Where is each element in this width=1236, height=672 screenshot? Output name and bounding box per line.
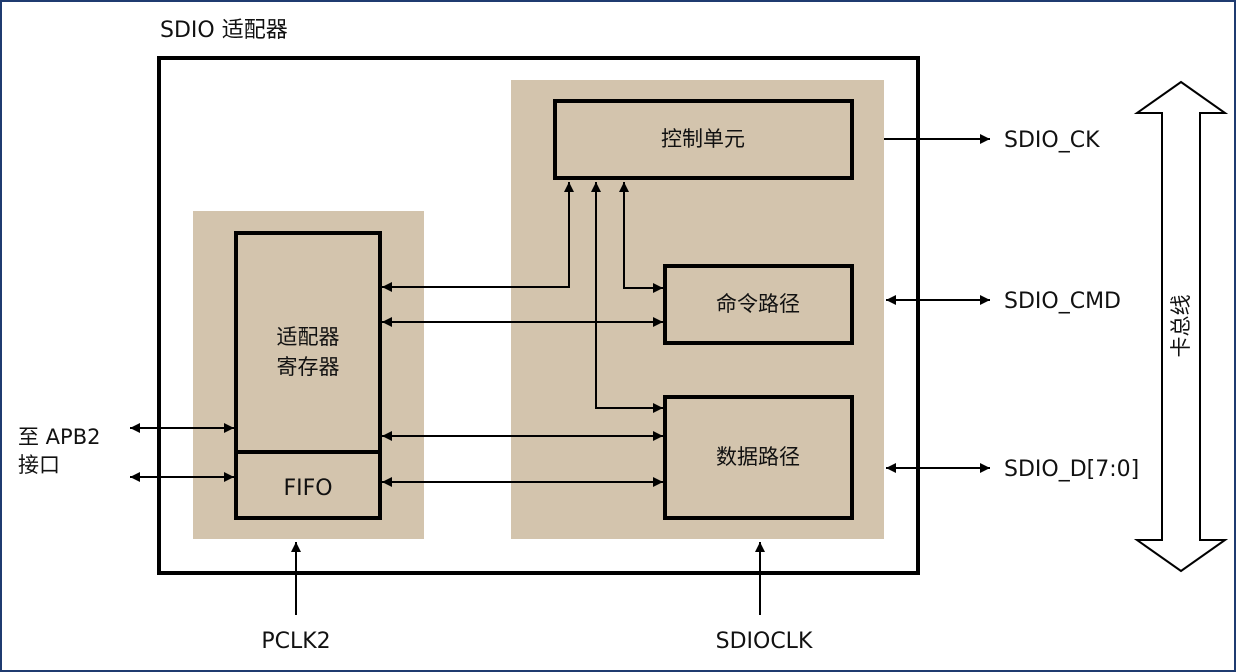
adapter-register-label-2: 寄存器	[277, 355, 340, 379]
apb2-label-1: 至 APB2	[18, 425, 100, 449]
apb2-label-2: 接口	[18, 453, 60, 477]
control-unit-label: 控制单元	[661, 127, 745, 151]
sdio-d-label: SDIO_D[7:0]	[1004, 457, 1139, 482]
register-control-connector	[382, 182, 574, 292]
adapter-register-block	[234, 231, 382, 520]
adapter-register-label-1: 适配器	[277, 325, 340, 349]
data-control-connector	[591, 182, 663, 413]
command-path-block	[663, 264, 854, 345]
sdioclk-region	[511, 80, 884, 539]
control-unit-block	[553, 99, 854, 180]
adapter-title: SDIO 适配器	[160, 18, 288, 43]
command-path-label: 命令路径	[716, 292, 800, 316]
sdio-cmd-label: SDIO_CMD	[1004, 289, 1121, 314]
card-bus-label: 卡总线	[1169, 295, 1193, 358]
sdio-ck-label: SDIO_CK	[1004, 128, 1100, 153]
data-path-label: 数据路径	[716, 445, 800, 469]
pclk2-label: PCLK2	[261, 629, 330, 654]
fifo-label: FIFO	[283, 476, 332, 501]
adapter-outer-box	[157, 56, 920, 575]
data-path-block	[663, 395, 854, 520]
card-bus-arrow	[1133, 80, 1229, 573]
sdioclk-label: SDIOCLK	[716, 629, 813, 654]
